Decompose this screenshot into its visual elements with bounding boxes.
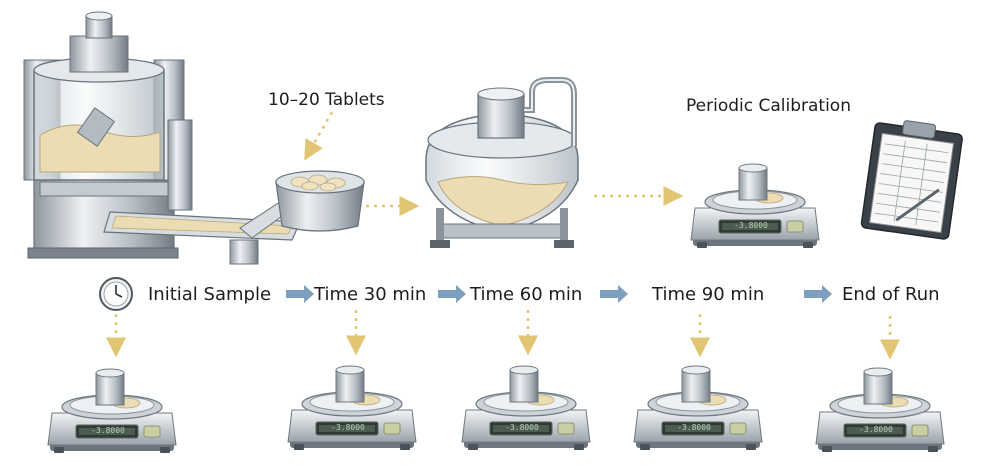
step-label-initial: Initial Sample <box>148 284 272 305</box>
dissolution-vessel-icon <box>425 77 579 248</box>
tablet-press-icon <box>23 11 301 265</box>
timeline-arrow <box>804 285 832 303</box>
sample-balance-60 <box>461 365 591 451</box>
flow-tablets-to-bowl <box>304 111 334 161</box>
display-readout: -3.8000 <box>734 221 768 230</box>
calibration-balance-icon <box>690 163 820 249</box>
timeline-arrows <box>286 285 832 303</box>
sample-bowl-icon <box>275 170 365 232</box>
calibration-annotation: Periodic Calibration <box>686 96 851 116</box>
tablets-annotation: 10–20 Tablets <box>268 90 385 110</box>
display-readout: -3.8000 <box>331 423 365 432</box>
clock-icon <box>99 277 133 311</box>
display-readout: -3.8000 <box>91 426 125 435</box>
sample-balance-90 <box>633 365 763 451</box>
sample-balance-initial <box>47 368 177 454</box>
display-readout: -3.8000 <box>677 423 711 432</box>
sample-balance-30 <box>287 365 417 451</box>
clipboard-icon <box>860 120 963 240</box>
timeline-arrow <box>286 285 314 303</box>
step-label-90: Time 90 min <box>652 284 765 305</box>
sample-balance-end <box>815 367 945 453</box>
display-readout: -3.8000 <box>505 423 539 432</box>
timeline-arrow <box>600 285 628 303</box>
timeline-arrow <box>438 285 466 303</box>
step-label-end: End of Run <box>842 284 940 305</box>
step-label-60: Time 60 min <box>470 284 583 305</box>
display-readout: -3.8000 <box>859 425 893 434</box>
step-label-30: Time 30 min <box>314 284 427 305</box>
